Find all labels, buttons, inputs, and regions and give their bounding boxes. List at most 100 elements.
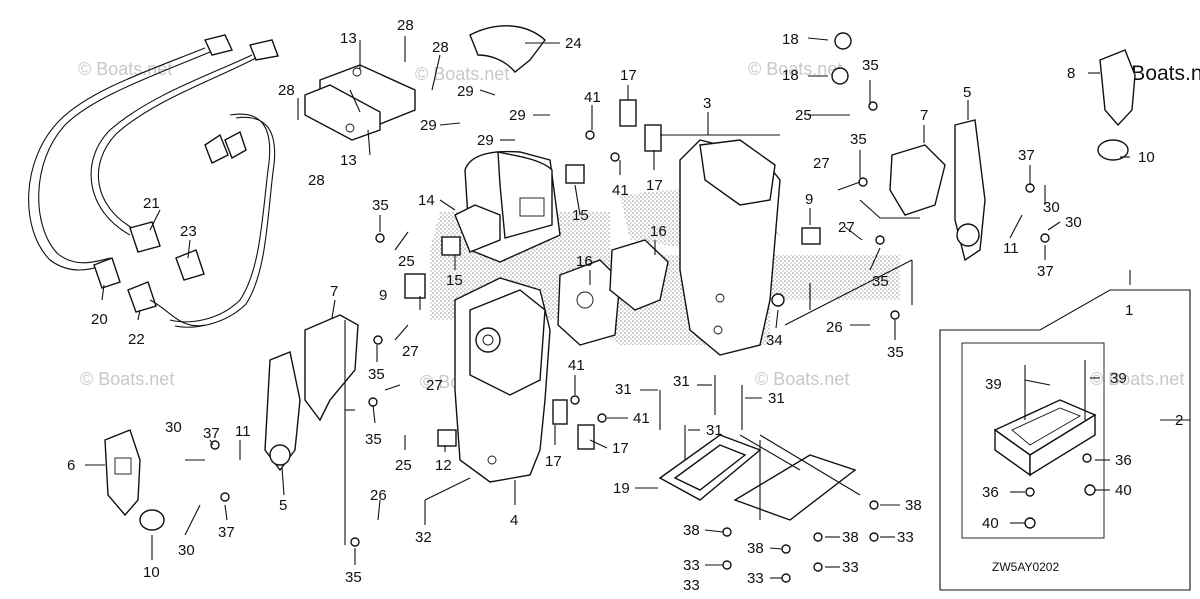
callout-label: 30 [1065,214,1082,231]
callout-labels: 28 13 28 24 18 18 8 28 29 29 29 29 17 41… [67,17,1183,594]
callout-label: 35 [372,197,389,214]
callout-label: 29 [457,83,474,100]
callout-label: 10 [1138,149,1155,166]
callout-label: 28 [278,82,295,99]
callout-label: 25 [795,107,812,124]
callout-label: 17 [545,453,562,470]
callout-label: 33 [747,570,764,587]
callout-label: 37 [1037,263,1054,280]
callout-label: 35 [345,569,362,586]
callout-label: 18 [782,31,799,48]
callout-label: 25 [395,457,412,474]
callout-label: 23 [180,223,197,240]
callout-label: 4 [510,512,518,529]
control-box-4 [454,277,551,483]
diagram-code: ZW5AY0202 [992,560,1059,574]
callout-label: 10 [143,564,160,581]
bolts [210,32,1096,583]
callout-label: 36 [1115,452,1132,469]
callout-label: 28 [397,17,414,34]
callout-label: 41 [633,410,650,427]
callout-label: 33 [897,529,914,546]
callout-label: 6 [67,457,75,474]
callout-label: 38 [747,540,764,557]
callout-label: 29 [509,107,526,124]
plate-16 [557,239,669,346]
callout-label: 15 [446,272,463,289]
cover-24 [469,25,546,73]
callout-label: 37 [203,425,220,442]
callout-label: 28 [432,39,449,56]
callout-label: 40 [1115,482,1132,499]
callout-label: 3 [703,95,711,112]
callout-label: 33 [683,577,700,594]
plate-2 [993,399,1097,477]
callout-label: 16 [650,223,667,240]
callout-label: 33 [683,557,700,574]
callout-label: 26 [370,487,387,504]
callout-label: 37 [218,524,235,541]
callout-label: 37 [1018,147,1035,164]
callout-label: 5 [963,84,971,101]
callout-label: 30 [165,419,182,436]
callout-label: 16 [576,253,593,270]
watermark-text: © Boats.net [80,369,174,389]
callout-label: 38 [683,522,700,539]
callout-label: 30 [1043,199,1060,216]
callout-label: 14 [418,192,435,209]
callout-label: 35 [368,366,385,383]
callout-label: 17 [646,177,663,194]
callout-label: 30 [178,542,195,559]
callout-label: 38 [905,497,922,514]
watermark-text: © Boats.net [755,369,849,389]
callout-label: 11 [235,423,251,440]
callout-label: 9 [805,191,813,208]
callout-label: 32 [415,529,432,546]
callout-label: 13 [340,30,357,47]
callout-label: 41 [584,89,601,106]
watermark-text: © Boats.net [415,64,509,84]
callout-label: 41 [612,182,629,199]
callout-label: 29 [477,132,494,149]
callout-label: 12 [435,457,452,474]
callout-label: 31 [768,390,785,407]
callout-label: 31 [706,422,723,439]
callout-label: 5 [279,497,287,514]
callout-label: 2 [1175,412,1183,429]
callout-label: 11 [1003,240,1019,257]
watermark-text: © Boats.net [78,59,172,79]
callout-label: 31 [615,381,632,398]
callout-label: 35 [872,273,889,290]
watermark-text: © Boats.net [1090,369,1184,389]
callout-label: 21 [143,195,160,212]
callout-label: 19 [613,480,630,497]
callout-label: 35 [365,431,382,448]
callout-label: 31 [673,373,690,390]
callout-label: 22 [128,331,145,348]
callout-label: 27 [813,155,830,172]
plate-19 [658,434,857,521]
callout-label: 17 [612,440,629,457]
callout-label: 35 [850,131,867,148]
callout-label: 8 [1067,65,1075,82]
callout-label: 39 [1110,370,1127,387]
callout-label: 27 [426,377,443,394]
callout-label: 18 [782,67,799,84]
callout-label: 17 [620,67,637,84]
callout-label: 27 [838,219,855,236]
callout-label: 29 [420,117,437,134]
callout-label: 27 [402,343,419,360]
callout-label: 7 [920,107,928,124]
callout-label: 36 [982,484,999,501]
housing-14 [454,150,561,263]
callout-label: 20 [91,311,108,328]
callout-label: 28 [308,172,325,189]
callout-label: 13 [340,152,357,169]
bracket-13 [304,64,416,141]
callout-label: 24 [565,35,582,52]
wire-harness [28,34,279,328]
callout-label: 26 [826,319,843,336]
watermark-text: © Boats.net [748,59,842,79]
callout-label: 25 [398,253,415,270]
control-box-3 [679,139,785,356]
